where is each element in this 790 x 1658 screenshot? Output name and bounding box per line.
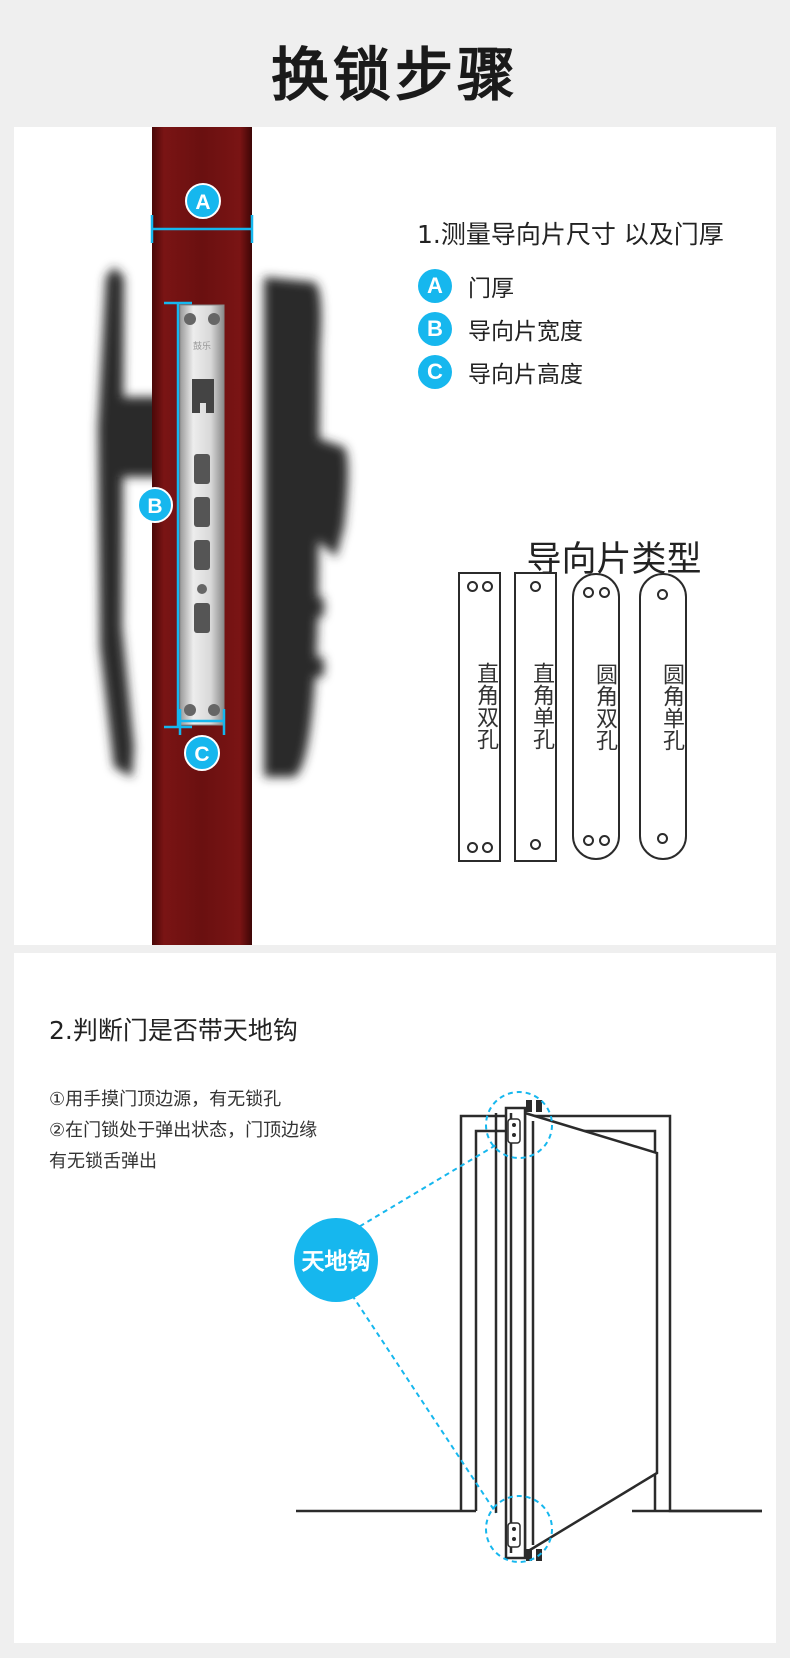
legend-row-b: B 导向片宽度: [418, 311, 583, 347]
door-lock-illustration: 鼓乐 A B C: [98, 127, 348, 945]
marker-c: C: [184, 735, 220, 771]
legend-badge-b: B: [418, 312, 452, 346]
legend-label-c: 导向片高度: [468, 362, 583, 388]
plate-label: 直角双孔: [473, 662, 498, 750]
legend-label-a: 门厚: [468, 276, 514, 302]
marker-b: B: [137, 487, 173, 523]
plate-label: 圆角双孔: [592, 663, 617, 751]
step2-heading: 2.判断门是否带天地钩: [49, 1016, 298, 1045]
note-line: ①用手摸门顶边源，有无锁孔: [49, 1089, 282, 1110]
svg-text:C: C: [194, 743, 209, 766]
marker-a: A: [185, 183, 221, 219]
plate-round-double: 圆角双孔: [572, 573, 620, 860]
legend-badge-c: C: [418, 355, 452, 389]
svg-text:A: A: [195, 191, 210, 214]
svg-text:B: B: [147, 495, 162, 518]
note-line: ②在门锁处于弹出状态，门顶边缘: [49, 1120, 318, 1141]
step1-heading: 1.测量导向片尺寸 以及门厚: [417, 220, 724, 249]
legend-row-a: A 门厚: [418, 268, 514, 304]
page-title: 换锁步骤: [270, 41, 519, 109]
hook-check-panel: 2.判断门是否带天地钩 ①用手摸门顶边源，有无锁孔 ②在门锁处于弹出状态，门顶边…: [14, 953, 776, 1643]
plate-brand-text: 鼓乐: [193, 340, 211, 352]
measure-panel: 鼓乐 A B C 1.测量导向片尺寸 以及门厚: [14, 127, 776, 945]
legend-row-c: C 导向片高度: [418, 354, 583, 390]
door-frame-diagram: 天地钩: [294, 1091, 762, 1563]
note-line: 有无锁舌弹出: [49, 1151, 157, 1172]
hook-callout: 天地钩: [294, 1218, 378, 1302]
legend-badge-a: A: [418, 269, 452, 303]
plate-square-single: 直角单孔: [514, 572, 557, 862]
plate-label: 圆角单孔: [659, 663, 684, 751]
svg-text:天地钩: 天地钩: [302, 1248, 371, 1275]
step2-notes: ①用手摸门顶边源，有无锁孔 ②在门锁处于弹出状态，门顶边缘 有无锁舌弹出: [49, 1084, 379, 1177]
legend-label-b: 导向片宽度: [468, 319, 583, 345]
plate-square-double: 直角双孔: [458, 572, 501, 862]
plate-label: 直角单孔: [529, 662, 554, 750]
plate-round-single: 圆角单孔: [639, 573, 687, 860]
